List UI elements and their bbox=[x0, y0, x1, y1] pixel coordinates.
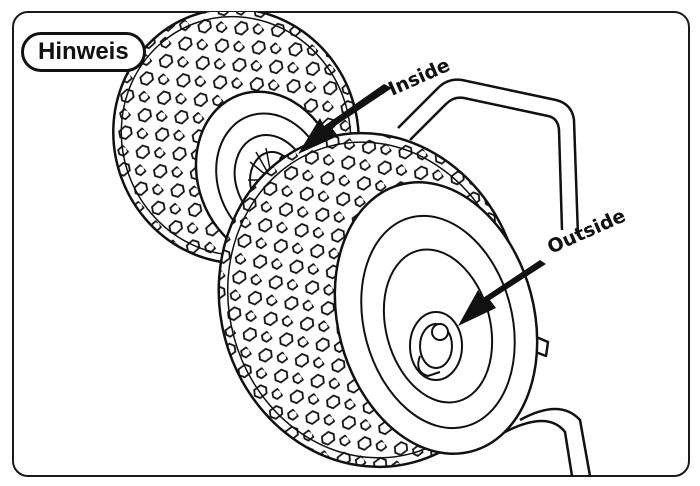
inside-label: Inside bbox=[385, 54, 453, 100]
note-badge: Hinweis bbox=[21, 32, 146, 72]
outside-label: Outside bbox=[544, 205, 629, 259]
